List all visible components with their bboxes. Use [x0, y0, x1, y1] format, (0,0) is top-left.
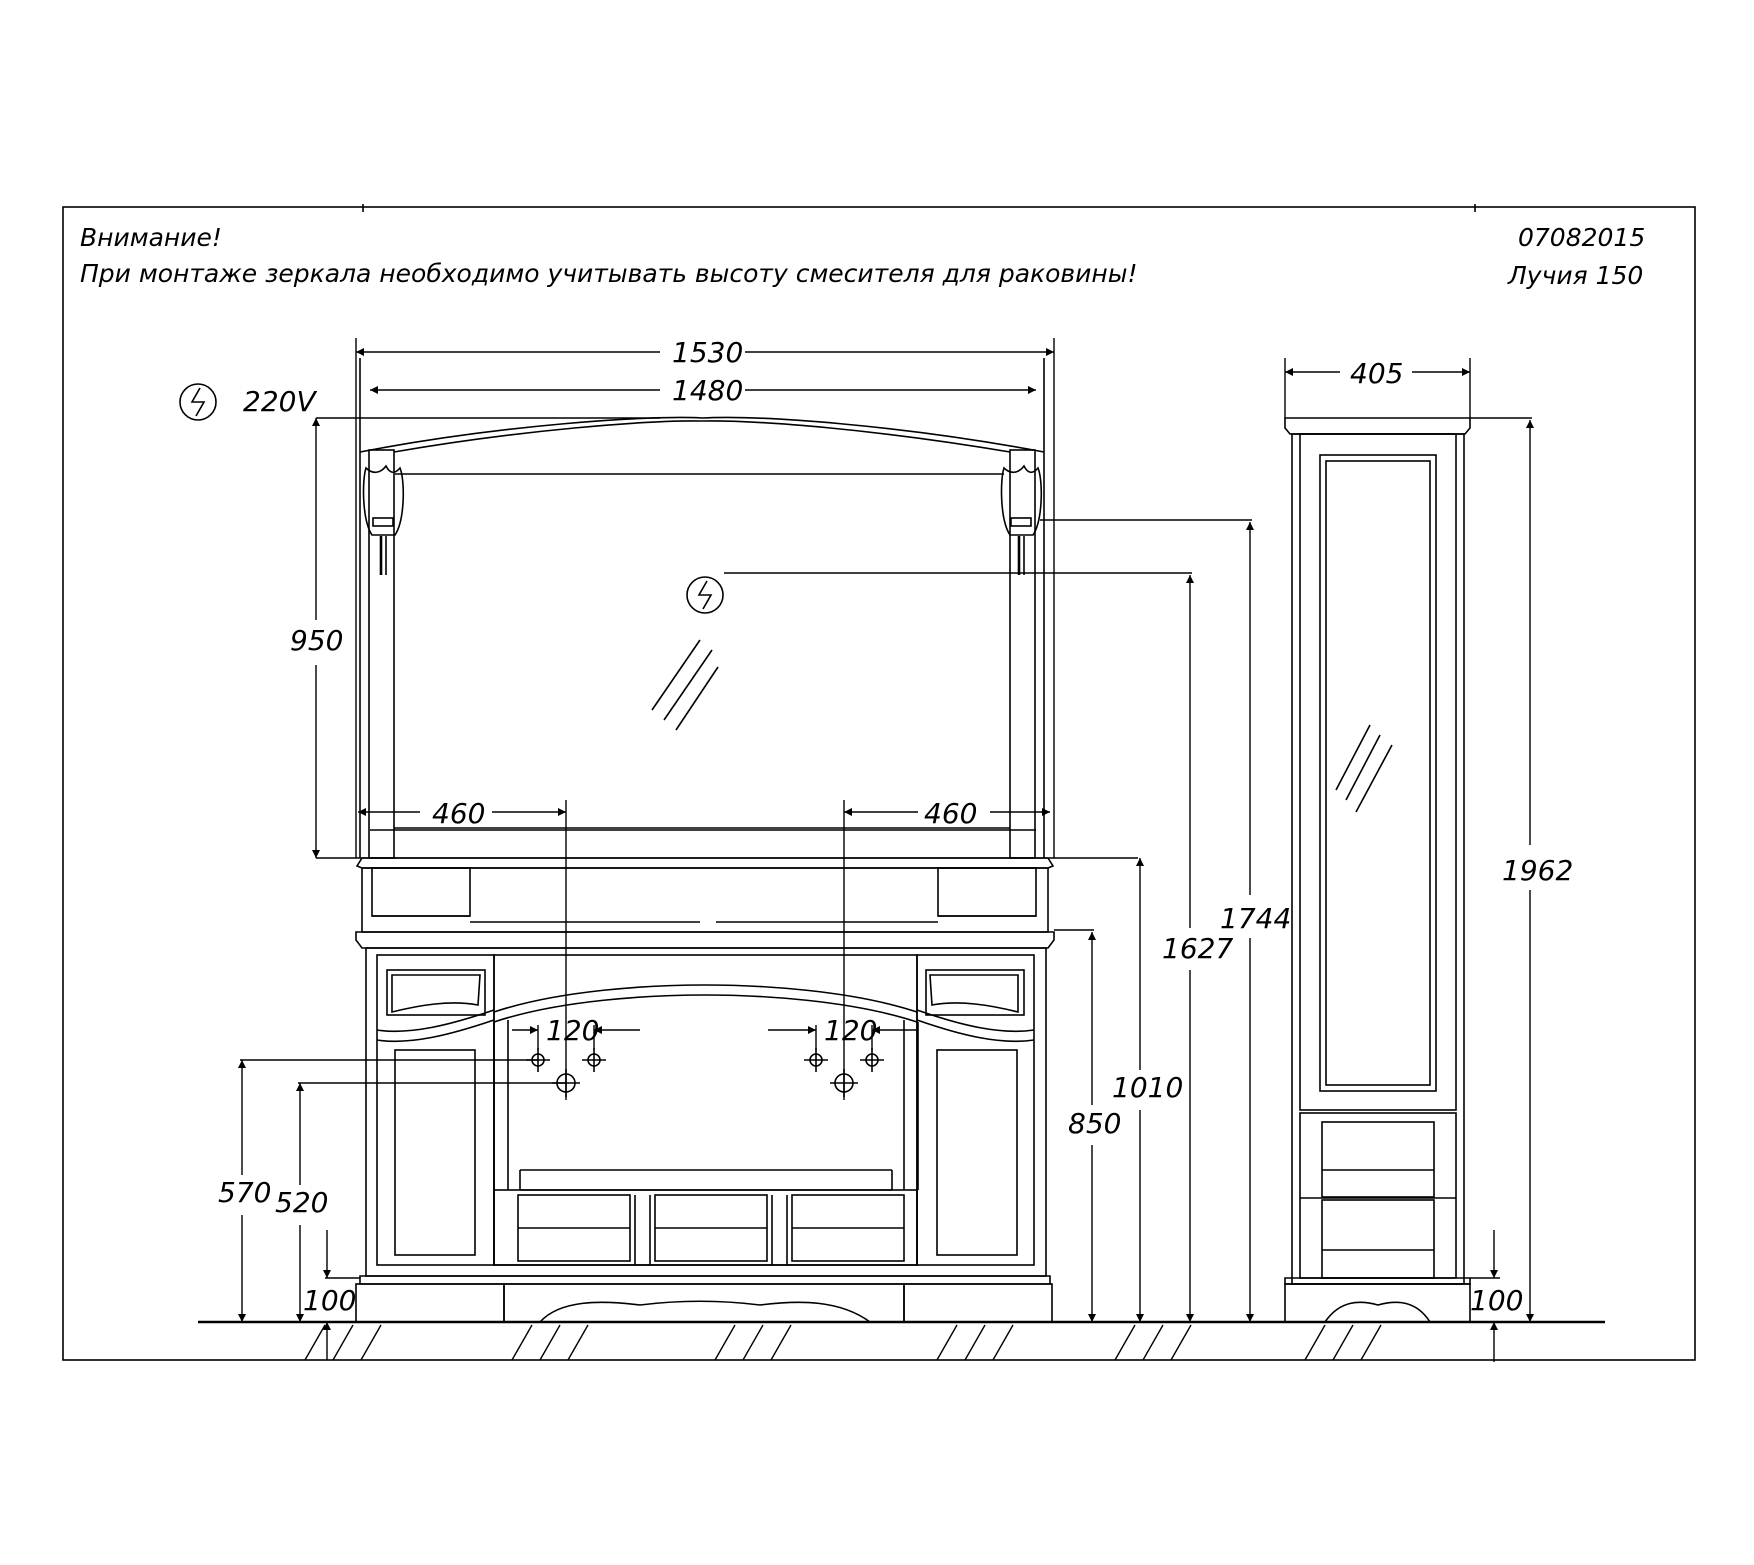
dim-120-right: 120 [824, 1014, 877, 1047]
dim-460-left: 460 [432, 797, 485, 830]
vanity-countertop [355, 857, 1055, 869]
dim-405: 405 [1350, 357, 1403, 390]
warning-title: Внимание! [80, 223, 222, 252]
dim-1744: 1744 [1220, 902, 1291, 935]
mirror-socket-icon [686, 576, 724, 614]
tall-column-cabinet [1284, 417, 1471, 1323]
vanity-central-arch [493, 984, 918, 1013]
vanity-left-drawer-panel [386, 969, 486, 1016]
dim-1530: 1530 [672, 336, 743, 369]
mirror-left-post [368, 449, 395, 859]
dim-100-left: 100 [303, 1284, 356, 1317]
dimension-lines [238, 338, 1534, 1362]
mirror-glass-reflection-icon [651, 639, 719, 731]
dim-1010: 1010 [1112, 1071, 1183, 1104]
dim-100-right: 100 [1470, 1284, 1523, 1317]
column-lower-panel [1321, 1121, 1435, 1198]
mirror-arch [359, 416, 1045, 453]
dim-460-right: 460 [924, 797, 977, 830]
voltage-label: 220V [243, 385, 317, 418]
left-sconce-icon [362, 464, 405, 575]
right-sconce-icon [1000, 464, 1043, 575]
mirror [359, 358, 1045, 859]
power-socket-icon [179, 383, 217, 421]
drawing-code: 07082015 [1518, 223, 1645, 252]
column-mirror-reflection-icon [1335, 724, 1393, 813]
vanity-unit [355, 857, 1055, 1323]
dim-570: 570 [218, 1176, 271, 1209]
model-name: Лучия 150 [1507, 261, 1643, 290]
dim-950: 950 [290, 624, 343, 657]
dim-520: 520 [275, 1186, 328, 1219]
vanity-plinth [503, 1283, 905, 1323]
dim-1480: 1480 [672, 374, 743, 407]
mirror-right-post [1009, 449, 1036, 859]
column-mirror-door [1319, 454, 1437, 1092]
dim-1627: 1627 [1162, 932, 1233, 965]
dim-850: 850 [1068, 1107, 1121, 1140]
vanity-right-drawer-panel [925, 969, 1025, 1016]
dim-1962: 1962 [1502, 854, 1573, 887]
sheet-frame [62, 206, 1696, 1361]
vanity-cornice [355, 931, 1055, 949]
floor-hatching [304, 1324, 1382, 1361]
dim-120-left: 120 [546, 1014, 599, 1047]
warning-text: При монтаже зеркала необходимо учитывать… [80, 259, 1138, 288]
